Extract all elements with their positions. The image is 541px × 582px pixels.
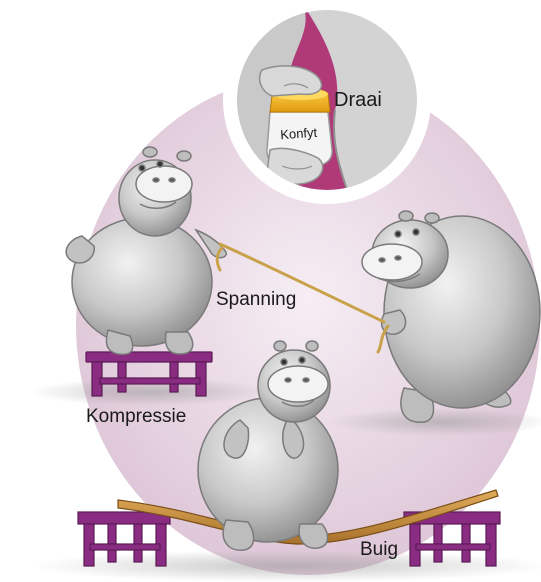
bend-label: Buig [360,539,398,560]
twist-label: Draai [334,89,382,111]
ground-shadow [330,408,541,436]
compression-label: Kompressie [86,406,186,427]
jar-label: Konfyt [280,125,318,143]
tension-label: Spanning [216,289,296,310]
